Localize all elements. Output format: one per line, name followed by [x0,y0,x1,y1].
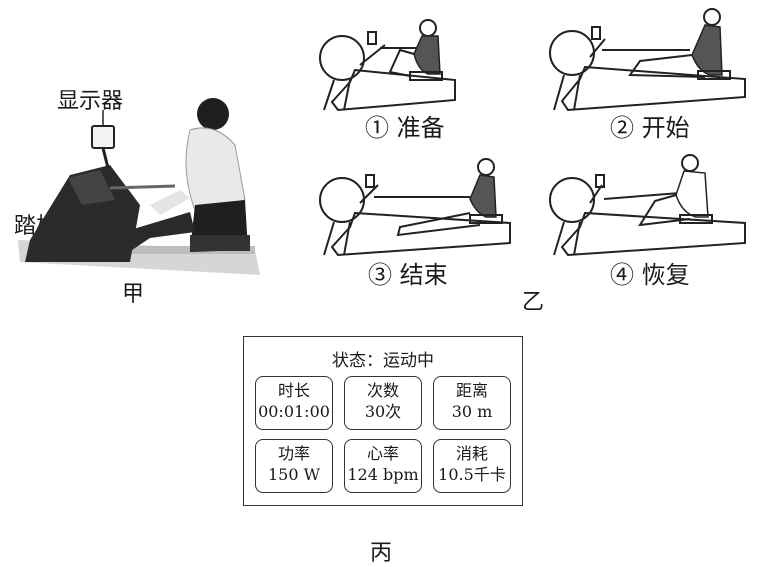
tile-duration: 时长 00:01:00 [255,376,333,430]
status-line: 状态：运动中 [244,346,522,371]
caption-bing: 丙 [370,541,393,566]
tile-calories-value: 10.5千卡 [438,465,506,484]
tile-calories: 消耗 10.5千卡 [433,439,511,493]
tile-power-label: 功率 [277,444,310,463]
tile-power-value: 150 W [267,465,321,484]
step-1-caption: ① 准备 [365,108,445,143]
display-device [91,125,115,149]
display-panel: 状态：运动中 时长 00:01:00 次数 30次 距离 30 m 功率 150… [243,336,523,506]
step-2-name: 开始 [641,114,690,142]
status-value: 运动中 [383,351,434,371]
tile-count-label: 次数 [366,381,399,400]
step-3-name: 结束 [399,261,448,289]
tile-heart-rate-label: 心率 [366,444,399,463]
tile-distance-label: 距离 [455,381,488,400]
rowing-machine-photo [18,98,260,275]
step-1-name: 准备 [396,114,445,142]
tile-distance: 距离 30 m [433,376,511,430]
status-label: 状态： [332,351,383,371]
step-4-drawing [549,154,746,257]
tile-count: 次数 30次 [344,376,422,430]
tile-heart-rate-value: 124 bpm [347,465,419,484]
step-3-number: ③ [368,261,392,289]
caption-yi: 乙 [522,290,545,315]
step-3-caption: ③ 结束 [368,255,448,290]
tile-duration-value: 00:01:00 [258,402,330,421]
tile-distance-value: 30 m [451,402,493,421]
step-1-number: ① [365,114,389,142]
step-1-drawing [319,19,456,112]
tile-count-value: 30次 [364,402,402,421]
step-4-caption: ④ 恢复 [610,255,690,290]
step-2-caption: ② 开始 [610,108,690,143]
caption-jia: 甲 [122,282,145,307]
tile-calories-label: 消耗 [455,444,488,463]
step-2-number: ② [610,114,634,142]
tile-power: 功率 150 W [255,439,333,493]
tile-heart-rate: 心率 124 bpm [344,439,422,493]
step-3-drawing [319,158,511,257]
step-4-name: 恢复 [641,261,690,289]
step-4-number: ④ [610,261,634,289]
tile-duration-label: 时长 [277,381,310,400]
step-2-drawing [549,8,746,112]
display-label: 显示器 [57,89,124,114]
